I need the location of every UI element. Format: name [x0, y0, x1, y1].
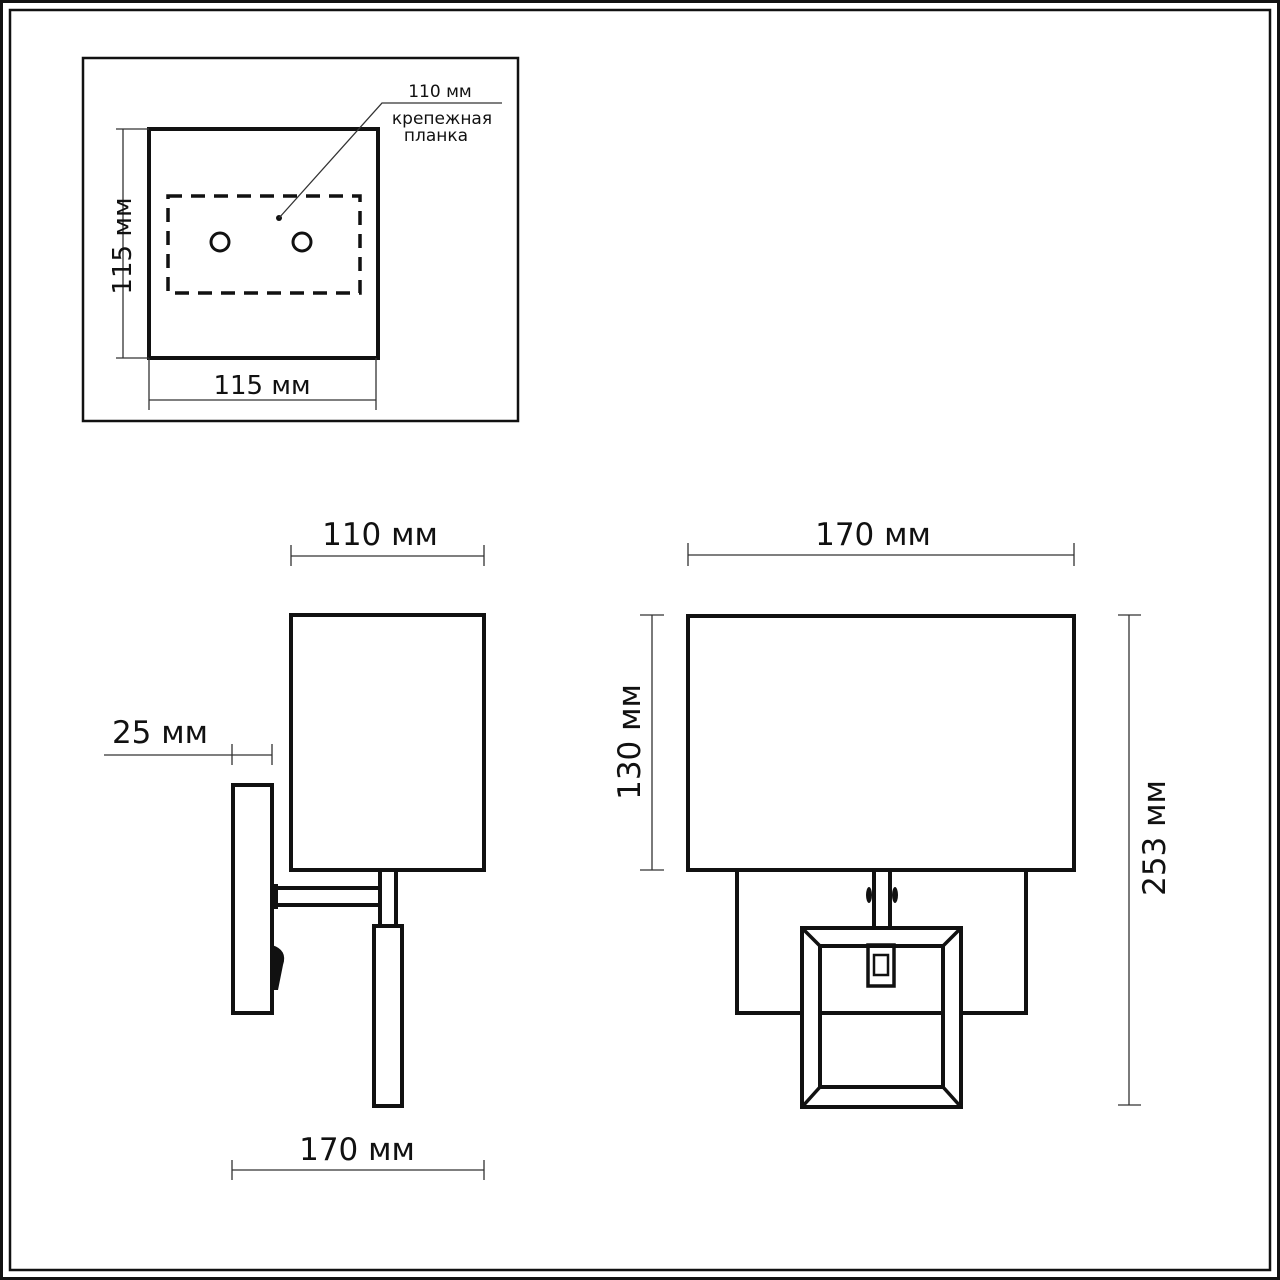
handle-frame-inner: [818, 944, 945, 1089]
plate-height-label: 115 мм: [108, 197, 138, 294]
mounting-bar-dashed: [166, 194, 362, 295]
total-height-label: 253 мм: [1137, 780, 1173, 896]
mounting-bar-label-1: крепежная: [392, 109, 492, 129]
inset-frame: [81, 56, 520, 423]
shade-front: [686, 614, 1076, 872]
handle-side: [372, 924, 404, 1108]
mounting-bar-label-2: планка: [404, 126, 468, 146]
inset-back-view: [81, 56, 520, 423]
mounting-bar-length-label: 110 мм: [408, 82, 472, 102]
plate-width-label: 115 мм: [213, 371, 310, 401]
wall-base-side: [231, 783, 274, 1015]
side-view: [104, 545, 486, 1180]
handle-frame-outer: [800, 926, 963, 1109]
switch-icon: [272, 945, 285, 990]
screw-hole-left-icon: [209, 231, 231, 253]
screw-hole-right-icon: [291, 231, 313, 253]
wall-plate-outline: [147, 127, 380, 360]
switch-front-icon: [866, 943, 896, 988]
base-depth-label: 25 мм: [112, 715, 208, 751]
total-projection-label: 170 мм: [299, 1132, 415, 1168]
front-view: [640, 543, 1141, 1109]
shade-side: [289, 613, 486, 872]
shade-height-label: 130 мм: [612, 684, 648, 800]
leader-line: [278, 102, 502, 219]
shade-width-label: 170 мм: [815, 517, 931, 553]
shade-depth-label: 110 мм: [322, 517, 438, 553]
